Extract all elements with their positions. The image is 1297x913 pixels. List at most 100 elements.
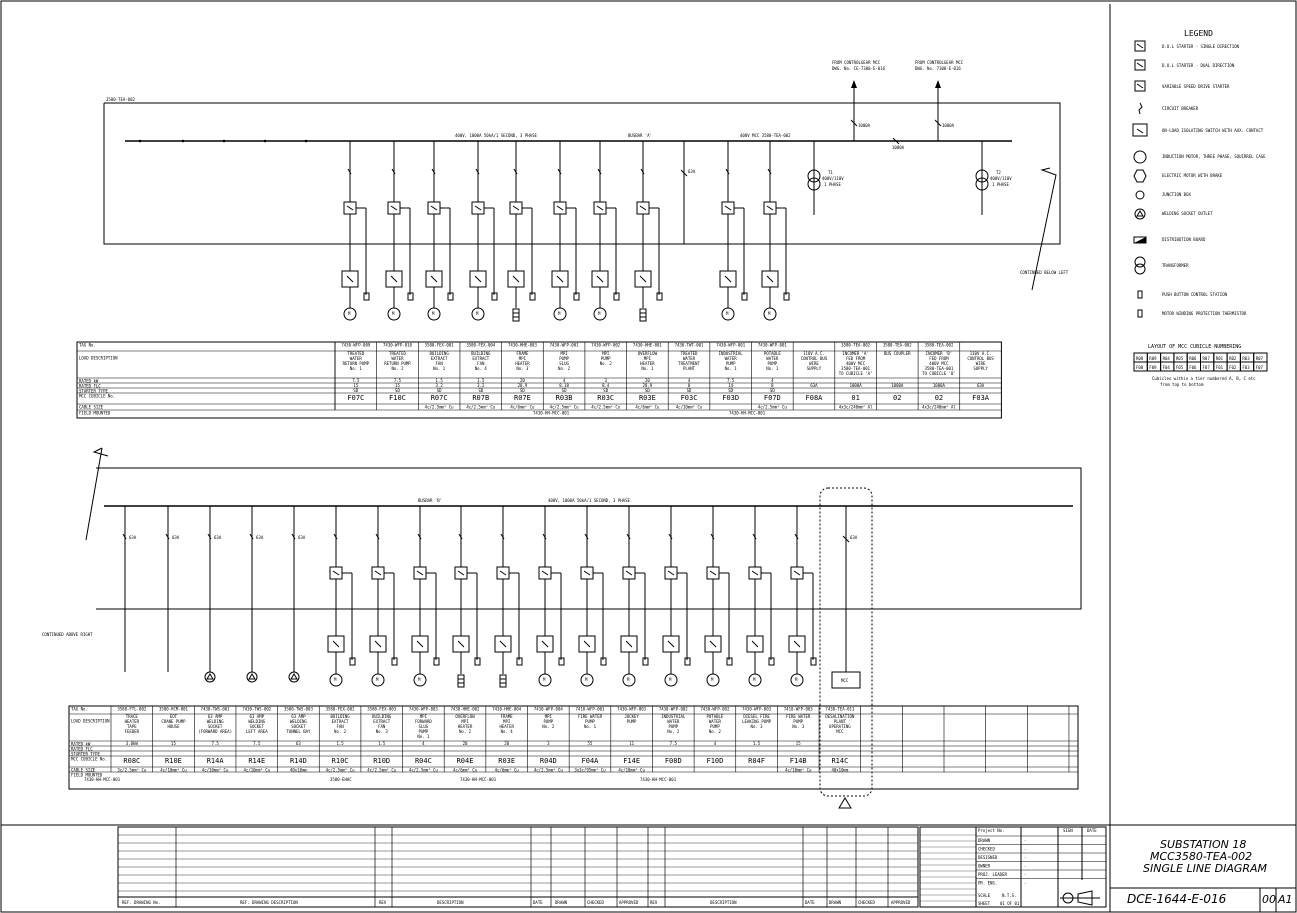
tag-no: 7430-TWT-001 xyxy=(675,343,704,348)
load-desc: 400V MCC xyxy=(929,361,949,366)
row-label: TAG No. xyxy=(79,343,96,348)
load-desc: FRAME xyxy=(501,714,514,719)
bottom-diagram: BUSBAR 'B' 400V, 1000A 50kA/1 SECOND, 3 … xyxy=(42,447,1082,809)
legend-label: DISTRIBUTION BOARD xyxy=(1162,237,1206,242)
cable-size: 4x3c/240mm² Al xyxy=(922,405,956,410)
cubicle-no: F03C xyxy=(681,394,698,402)
layout-cell-top: R01 xyxy=(1216,356,1224,361)
feeder-circuit: M xyxy=(369,506,398,687)
cable-size: 4c/2.5mm² Cu xyxy=(367,768,396,773)
row-label: FIELD MOUNTED xyxy=(71,773,103,778)
rated-kw: 15 xyxy=(796,741,801,746)
load-desc: (FORWARD AREA) xyxy=(198,729,232,734)
layout-cell-bottom: F05 xyxy=(1176,365,1184,370)
layout-note-2: from top to bottom xyxy=(1160,382,1204,387)
load-desc: EXTRACT xyxy=(373,719,390,724)
layout-cell-bottom: F02 xyxy=(1229,365,1237,370)
revision-number: 00 xyxy=(1262,893,1276,906)
load-desc: MPI xyxy=(545,714,553,719)
load-column: 7430-TWT-001TREATEDWATERTREATMENTPLANT48… xyxy=(675,343,704,410)
load-desc: No. 1 xyxy=(417,734,430,739)
motor-letter: M xyxy=(543,677,546,682)
load-desc: SLUG xyxy=(419,724,429,729)
layout-cell-bottom: F09 xyxy=(1149,365,1157,370)
motor-icon xyxy=(387,307,401,321)
tag-no: 3580-FEX-001 xyxy=(425,343,454,348)
rated-kw: 1.5 xyxy=(378,741,386,746)
cubicle-no: 01 xyxy=(851,394,859,402)
motor-letter: M xyxy=(334,677,337,682)
load-desc: FEEDER xyxy=(125,729,140,734)
push-button-icon xyxy=(768,657,775,666)
starter-type: SD xyxy=(520,388,525,393)
motor-letter: M xyxy=(348,311,351,316)
motor-icon xyxy=(721,307,735,321)
load-desc: BUILDING xyxy=(471,351,491,356)
motor-letter: M xyxy=(768,311,771,316)
load-column: 7430-TEA-011DESALINATIONPLANTOPERATINGMC… xyxy=(825,707,854,773)
tag-no: 7430-HHE-001 xyxy=(633,343,662,348)
dol-dual-starter-icon: D.O.L STARTER - DUAL DIRECTION xyxy=(1134,59,1235,71)
load-desc: No. 2 xyxy=(334,729,347,734)
rated-kw: 20 xyxy=(520,378,525,383)
push-button-icon xyxy=(741,292,748,301)
load-desc: No. 3 xyxy=(376,729,389,734)
tb-rev-1: REV xyxy=(379,900,387,905)
thermistor-icon: MOTOR WINDING PROTECTION THERMISTOR xyxy=(1137,309,1247,318)
role-label: DRAWN xyxy=(978,838,991,843)
welding-socket-icon: WELDING SOCKET OUTLET xyxy=(1134,208,1213,220)
load-desc: INCOMER 'B' xyxy=(926,351,953,356)
legend-label: PUSH BUTTON CONTROL STATION xyxy=(1162,292,1228,297)
row-label: RATED kW xyxy=(79,379,99,384)
tb-drawn-2: DRAWN xyxy=(829,900,842,905)
junction-box-icon: JUNCTION BOX xyxy=(1135,190,1191,200)
spare-breaker: 63A xyxy=(688,169,696,174)
tag-no: 7430-WFP-001 xyxy=(550,343,579,348)
layout-cell-top: R04 xyxy=(1163,356,1171,361)
cable-size: 4c/10mm² Cu xyxy=(244,768,271,773)
load-desc: PUMP xyxy=(559,356,569,361)
rated-kw: 20 xyxy=(645,378,650,383)
load-desc: 110V A.C. xyxy=(803,351,825,356)
push-button-icon: PUSH BUTTON CONTROL STATION xyxy=(1137,290,1228,299)
cable-size: 4c/6mm² Cu xyxy=(453,768,478,773)
induction-motor-icon: INDUCTION MOTOR, THREE PHASE, SQUIRREL C… xyxy=(1133,150,1266,164)
cubicle-no: R03E xyxy=(498,757,515,765)
from-2: FROM CONTROLGEAR MCC xyxy=(915,60,964,65)
cubicle-no: F14B xyxy=(790,757,807,765)
load-desc: HEATER xyxy=(458,724,473,729)
legend-label: D.O.L STARTER - SINGLE DIRECTION xyxy=(1162,44,1240,49)
top-diagram: 3580-TEA-002 400V, 1000A 50kA/1 SECOND, … xyxy=(103,60,1069,322)
layout-cell-top: R02 xyxy=(1229,356,1237,361)
tag-no: 3580-TWS-003 xyxy=(284,707,313,712)
rated-flc: 14 xyxy=(728,383,733,388)
load-desc: PUMP xyxy=(585,719,595,724)
rated-kw: 20 xyxy=(463,741,468,746)
load-desc: TREATED xyxy=(681,351,698,356)
tag-no: 7430-TEA-011 xyxy=(825,707,854,712)
rated-kw: 7.5 xyxy=(394,378,402,383)
field-mounted-ref: 7430-HH-MCC-001 xyxy=(84,777,121,782)
t2-label: T2 xyxy=(996,170,1001,175)
load-desc: WELDING xyxy=(290,719,307,724)
feeder-circuit: M xyxy=(411,506,440,687)
breaker-feeder: 63A xyxy=(246,506,264,683)
rated-kw: 1.5 xyxy=(753,741,761,746)
heater-icon xyxy=(512,308,520,322)
layout-cell-bottom: F08 xyxy=(1136,365,1144,370)
row-label: RATED FLC xyxy=(71,747,93,752)
starter-type: SD xyxy=(395,388,400,393)
motor-letter: M xyxy=(558,311,561,316)
layout-note-1: Cubicles within a tier numbered A, B, C … xyxy=(1152,376,1256,381)
cubicle-no: R04C xyxy=(415,757,432,765)
push-button-icon xyxy=(573,292,580,301)
layout-cell-bottom: F01 xyxy=(1216,365,1224,370)
motor-icon xyxy=(580,673,594,687)
load-desc: FED FROM xyxy=(846,356,866,361)
starter-type: SD xyxy=(478,388,483,393)
feeder-circuit: M xyxy=(469,141,498,321)
